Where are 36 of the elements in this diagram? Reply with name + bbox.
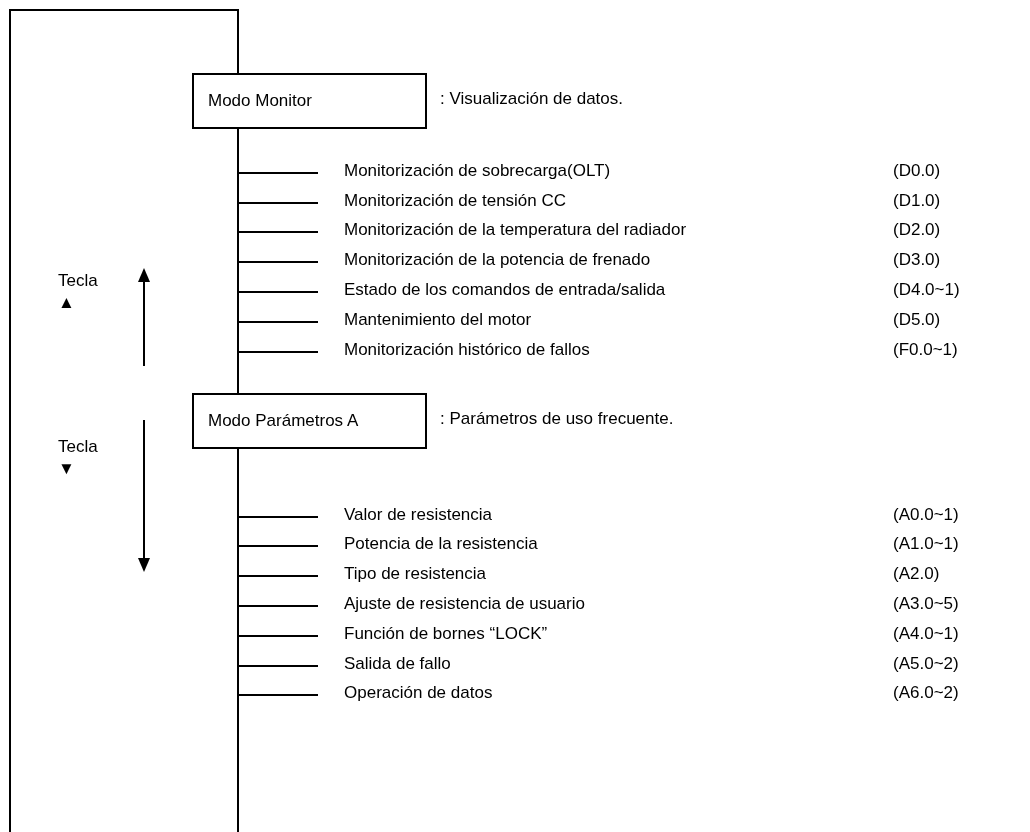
menu-item-text: Función de bornes “LOCK” — [343, 624, 548, 645]
parameter-code: (D3.0) — [893, 250, 941, 270]
menu-item-text: Ajuste de resistencia de usuario — [343, 594, 585, 615]
key-label: Tecla ▲ — [58, 270, 98, 314]
parameter-code: (A2.0) — [893, 564, 940, 584]
connector-line — [9, 9, 239, 832]
menu-item-text: Potencia de la resistencia — [343, 534, 538, 555]
menu-item-text: Mantenimiento del motor — [343, 310, 532, 331]
mode-box: Modo Monitor — [192, 73, 427, 129]
parameter-code: (A1.0~1) — [893, 534, 959, 554]
parameter-code: (D0.0) — [893, 161, 941, 181]
menu-item-text: Monitorización histórico de fallos — [343, 340, 590, 361]
parameter-code: (D2.0) — [893, 220, 941, 240]
parameter-code: (D4.0~1) — [893, 280, 960, 300]
menu-item-text: Salida de fallo — [343, 654, 451, 675]
mode-description: : Visualización de datos. — [440, 89, 624, 109]
connector-line — [237, 128, 239, 394]
parameter-code: (F0.0~1) — [893, 340, 958, 360]
parameter-code: (A6.0~2) — [893, 683, 959, 703]
menu-item-text: Monitorización de la potencia de frenado — [343, 250, 651, 271]
menu-item-text: Monitorización de tensión CC — [343, 191, 567, 212]
menu-item-text: Valor de resistencia — [343, 505, 493, 526]
key-label: Tecla ▼ — [58, 436, 98, 480]
menu-item-text: Monitorización de sobrecarga(OLT) — [343, 161, 611, 182]
menu-item-text: Estado de los comandos de entrada/salida — [343, 280, 666, 301]
parameter-code: (A4.0~1) — [893, 624, 959, 644]
menu-item-text: Monitorización de la temperatura del radiador — [343, 220, 687, 241]
parameter-code: (D1.0) — [893, 191, 941, 211]
mode-box: Modo Parámetros A — [192, 393, 427, 449]
parameter-code: (A3.0~5) — [893, 594, 959, 614]
menu-item-text: Operación de datos — [343, 683, 493, 704]
parameter-code: (D5.0) — [893, 310, 941, 330]
mode-description: : Parámetros de uso frecuente. — [440, 409, 674, 429]
menu-item-text: Tipo de resistencia — [343, 564, 487, 585]
parameter-code: (A0.0~1) — [893, 505, 959, 525]
parameter-code: (A5.0~2) — [893, 654, 959, 674]
